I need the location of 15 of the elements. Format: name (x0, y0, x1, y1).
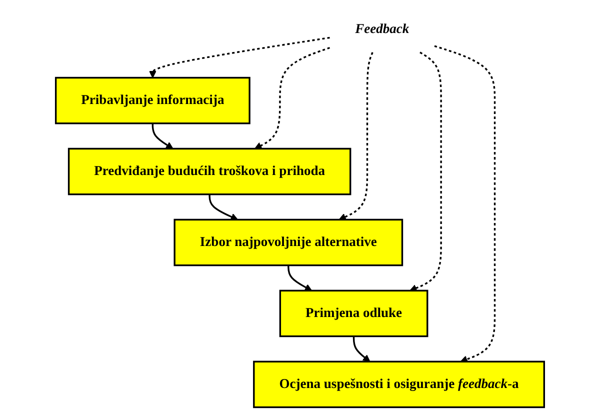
node-box: Izbor najpovoljnije alternative (174, 218, 404, 266)
node-box: Primjena odluke (279, 290, 428, 338)
arrow (352, 336, 370, 362)
arrow (338, 52, 374, 220)
node-box: Ocjena uspešnosti i osiguranje feedback-a (253, 360, 546, 408)
arrow (410, 52, 442, 292)
arrow (152, 123, 174, 150)
node-box: Pribavljanje informacija (55, 76, 250, 124)
arrow (208, 194, 238, 220)
node-box: Predviđanje budućih troškova i prihoda (68, 148, 352, 196)
arrow (288, 265, 312, 291)
arrow (148, 36, 330, 78)
arrow (254, 46, 330, 150)
node-text: Feedback (355, 22, 410, 36)
arrow (434, 45, 496, 363)
